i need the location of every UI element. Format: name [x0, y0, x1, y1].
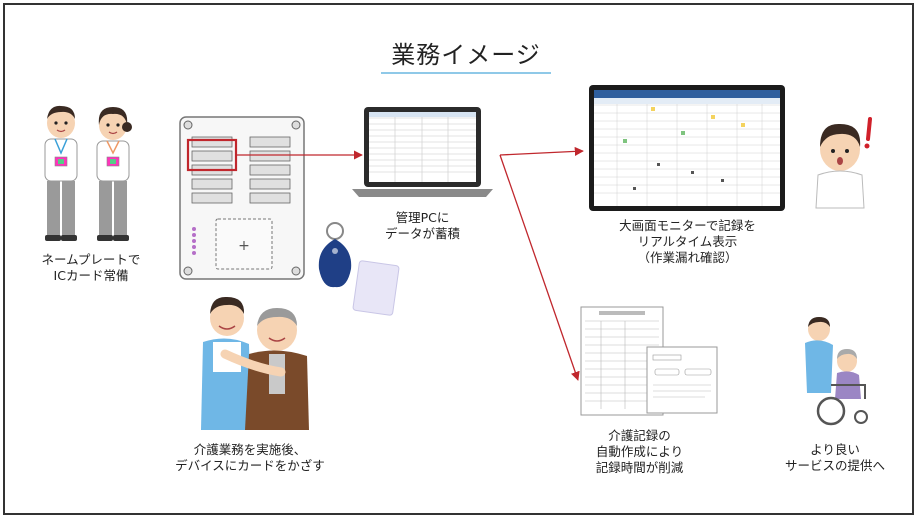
flow-arrows [236, 146, 584, 381]
plus-symbol: + [238, 238, 250, 254]
caption-pc-line-1: 管理PCに [395, 210, 450, 225]
caption-service: より良い サービスの提供へ [770, 442, 900, 474]
laptop-icon [352, 107, 493, 197]
caption-monitor: 大画面モニターで記録を リアルタイム表示 （作業漏れ確認） [605, 218, 770, 266]
caption-service-line-2: サービスの提供へ [784, 458, 885, 473]
caption-staff: ネームプレートで ICカード常備 [21, 252, 161, 284]
caption-service-line-1: より良い [810, 442, 860, 457]
card-reader-device: + [179, 116, 305, 280]
caption-care-line-1: 介護業務を実施後、 [193, 442, 307, 457]
caption-monitor-line-3: （作業漏れ確認） [637, 250, 738, 265]
diagram-frame: 業務イメージ [3, 3, 914, 515]
nurse-alert-illustration [815, 117, 872, 209]
caregiver-illustration [201, 296, 309, 430]
caption-pc: 管理PCに データが蓄積 [350, 210, 495, 242]
caption-staff-line-2: ICカード常備 [53, 268, 129, 283]
caption-record-line-1: 介護記録の [608, 428, 671, 443]
ic-tag-icon [318, 222, 352, 288]
title-underline [381, 72, 551, 74]
arrow-pc-to-monitor [499, 146, 584, 156]
caption-record: 介護記録の 自動作成により 記録時間が削減 [577, 428, 702, 476]
caption-pc-line-2: データが蓄積 [384, 226, 460, 241]
wheelchair-caregiver-illustration [805, 317, 868, 426]
care-record-documents-icon [580, 306, 718, 416]
large-monitor-icon [589, 85, 785, 211]
female-staff-figure [96, 107, 132, 241]
caption-monitor-line-1: 大画面モニターで記録を [619, 218, 756, 233]
caption-monitor-line-2: リアルタイム表示 [637, 234, 738, 249]
male-staff-figure [44, 105, 78, 241]
caption-record-line-2: 自動作成により [595, 444, 684, 459]
caption-care-line-2: デバイスにカードをかざす [175, 458, 325, 473]
caption-staff-line-1: ネームプレートで [41, 252, 141, 267]
caption-record-line-3: 記録時間が削減 [595, 460, 684, 475]
caption-care: 介護業務を実施後、 デバイスにカードをかざす [165, 442, 335, 474]
arrow-pc-to-record [499, 154, 580, 381]
staff-illustration [44, 105, 132, 241]
ic-card-icon [352, 260, 400, 316]
page-title: 業務イメージ [391, 41, 541, 69]
